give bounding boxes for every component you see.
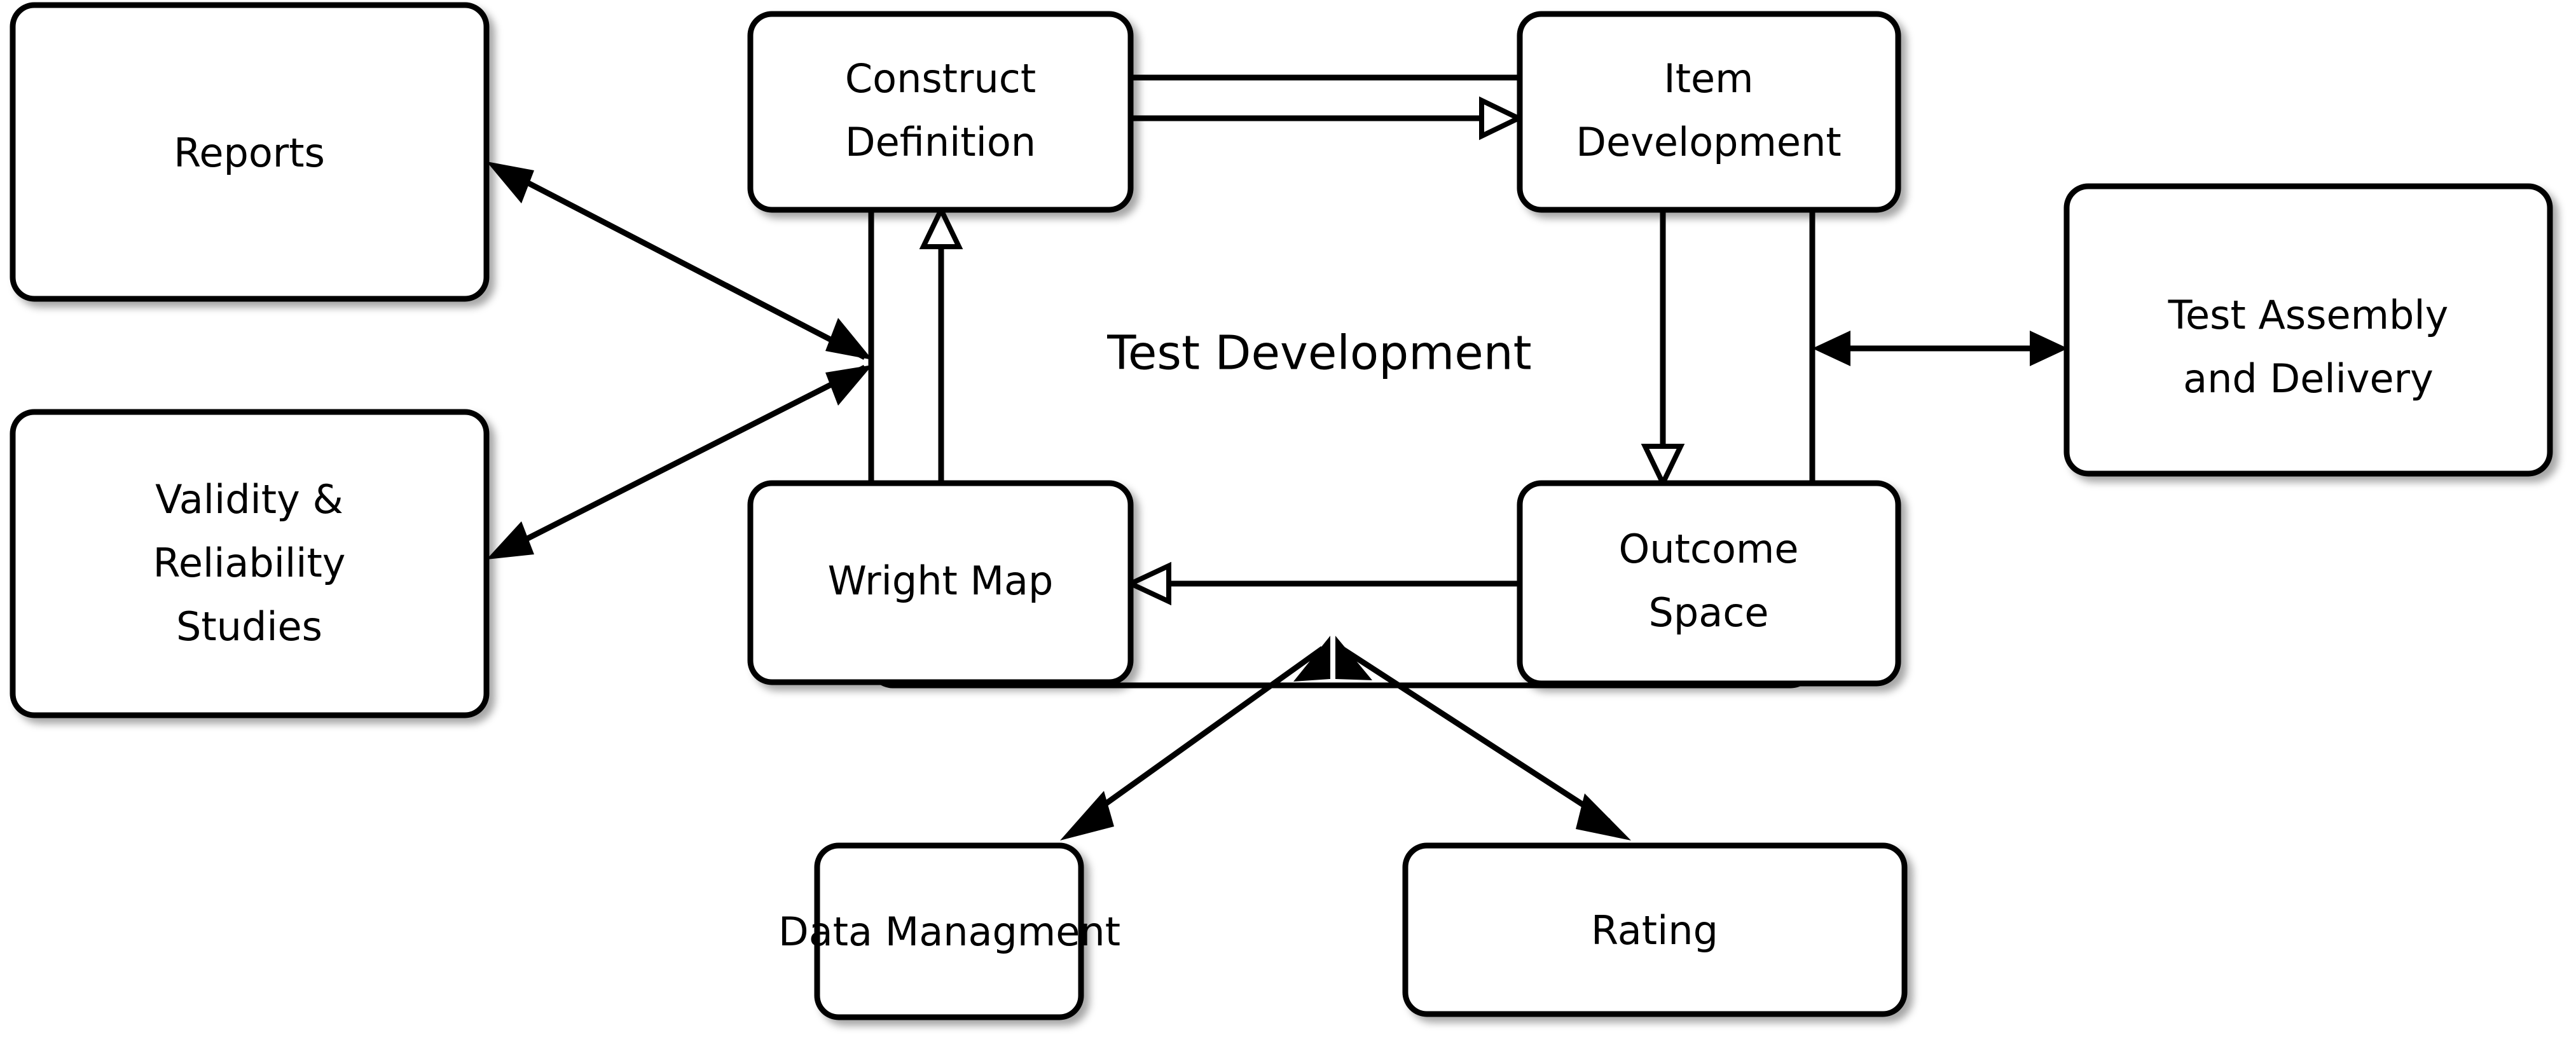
node-construct-definition-box[interactable] (747, 11, 1134, 213)
node-validity[interactable]: Validity & Reliability Studies (10, 409, 490, 718)
edge-group-to-rating-arrowhead-group (1335, 636, 1372, 680)
node-data-management[interactable]: Data Managment (778, 842, 1120, 1020)
edge-group-to-validity (486, 364, 872, 559)
node-test-assembly-label-line1: Test Assembly (2168, 292, 2449, 338)
edge-group-to-rating-line (1340, 646, 1611, 824)
node-reports[interactable]: Reports (10, 2, 490, 302)
edge-item-to-outcome-arrowhead-hollow (1641, 444, 1685, 490)
node-rating-box[interactable] (1402, 842, 1908, 1017)
node-validity-box[interactable] (10, 409, 490, 718)
node-outcome-space-label-line1: Outcome (1619, 526, 1799, 572)
edge-group-to-data-management-arrowhead-group (1293, 636, 1330, 682)
node-construct-definition[interactable]: Construct Definition (747, 11, 1134, 213)
node-item-development-box[interactable] (1517, 11, 1901, 213)
edge-wright-to-construct-arrowhead-hollow (919, 203, 963, 249)
test-development-group-label: Test Development (1106, 326, 1531, 381)
edge-group-to-validity-line (507, 364, 867, 551)
edge-group-to-test-assembly (1812, 331, 2068, 366)
edge-group-to-validity-arrowhead-validity (486, 521, 534, 559)
node-construct-definition-label-line2: Definition (845, 119, 1036, 165)
edge-group-to-data-management-line (1079, 646, 1325, 824)
edge-group-to-reports-line (507, 170, 867, 360)
node-test-assembly[interactable]: Test Assembly and Delivery (2063, 183, 2553, 477)
node-validity-label-line1: Validity & (155, 476, 343, 523)
node-outcome-space-label-line2: Space (1649, 589, 1769, 636)
edge-group-to-validity-arrowhead-group (825, 365, 872, 406)
edge-group-to-rating-arrowhead-rating (1576, 793, 1631, 840)
edge-group-to-reports-arrowhead-group (825, 318, 872, 360)
edge-group-to-data-management (1060, 636, 1330, 840)
node-item-development-label-line2: Development (1576, 119, 1841, 165)
node-data-management-label: Data Managment (778, 908, 1120, 955)
edge-group-to-test-assembly-arrowhead-group (1812, 331, 1850, 366)
node-wright-map[interactable]: Wright Map (747, 480, 1134, 685)
test-development-group-outline (868, 74, 1815, 689)
node-reports-label: Reports (174, 130, 325, 176)
node-wright-map-label: Wright Map (828, 558, 1054, 604)
node-outcome-space[interactable]: Outcome Space (1517, 480, 1901, 687)
node-rating[interactable]: Rating (1402, 842, 1908, 1017)
edge-item-to-outcome (1641, 210, 1685, 490)
node-item-development[interactable]: Item Development (1517, 11, 1901, 213)
edge-outcome-to-wright-arrowhead-hollow (1124, 561, 1171, 606)
edge-group-to-rating (1335, 636, 1631, 840)
node-test-assembly-label-line2: and Delivery (2183, 355, 2434, 402)
edge-group-to-reports-arrowhead-reports (486, 161, 534, 203)
edge-construct-to-item-arrowhead-hollow (1479, 96, 1525, 141)
node-test-assembly-box[interactable] (2063, 183, 2553, 477)
node-outcome-space-box[interactable] (1517, 480, 1901, 687)
node-wright-map-box[interactable] (747, 480, 1134, 685)
node-rating-label: Rating (1591, 907, 1718, 954)
edge-group-to-reports (486, 161, 872, 360)
node-validity-label-line2: Reliability (153, 540, 346, 586)
test-development-group: Test Development (868, 74, 1815, 689)
node-construct-definition-label-line1: Construct (845, 55, 1036, 102)
edge-outcome-to-wright (1124, 561, 1520, 606)
edge-group-to-data-management-arrowhead-data (1060, 791, 1114, 840)
node-item-development-label-line1: Item (1663, 55, 1753, 102)
edge-group-to-test-assembly-arrowhead-assembly (2030, 331, 2068, 366)
node-data-management-box[interactable] (814, 842, 1084, 1020)
node-reports-box[interactable] (10, 2, 490, 302)
edge-construct-to-item (1131, 96, 1525, 141)
node-validity-label-line3: Studies (176, 603, 322, 650)
